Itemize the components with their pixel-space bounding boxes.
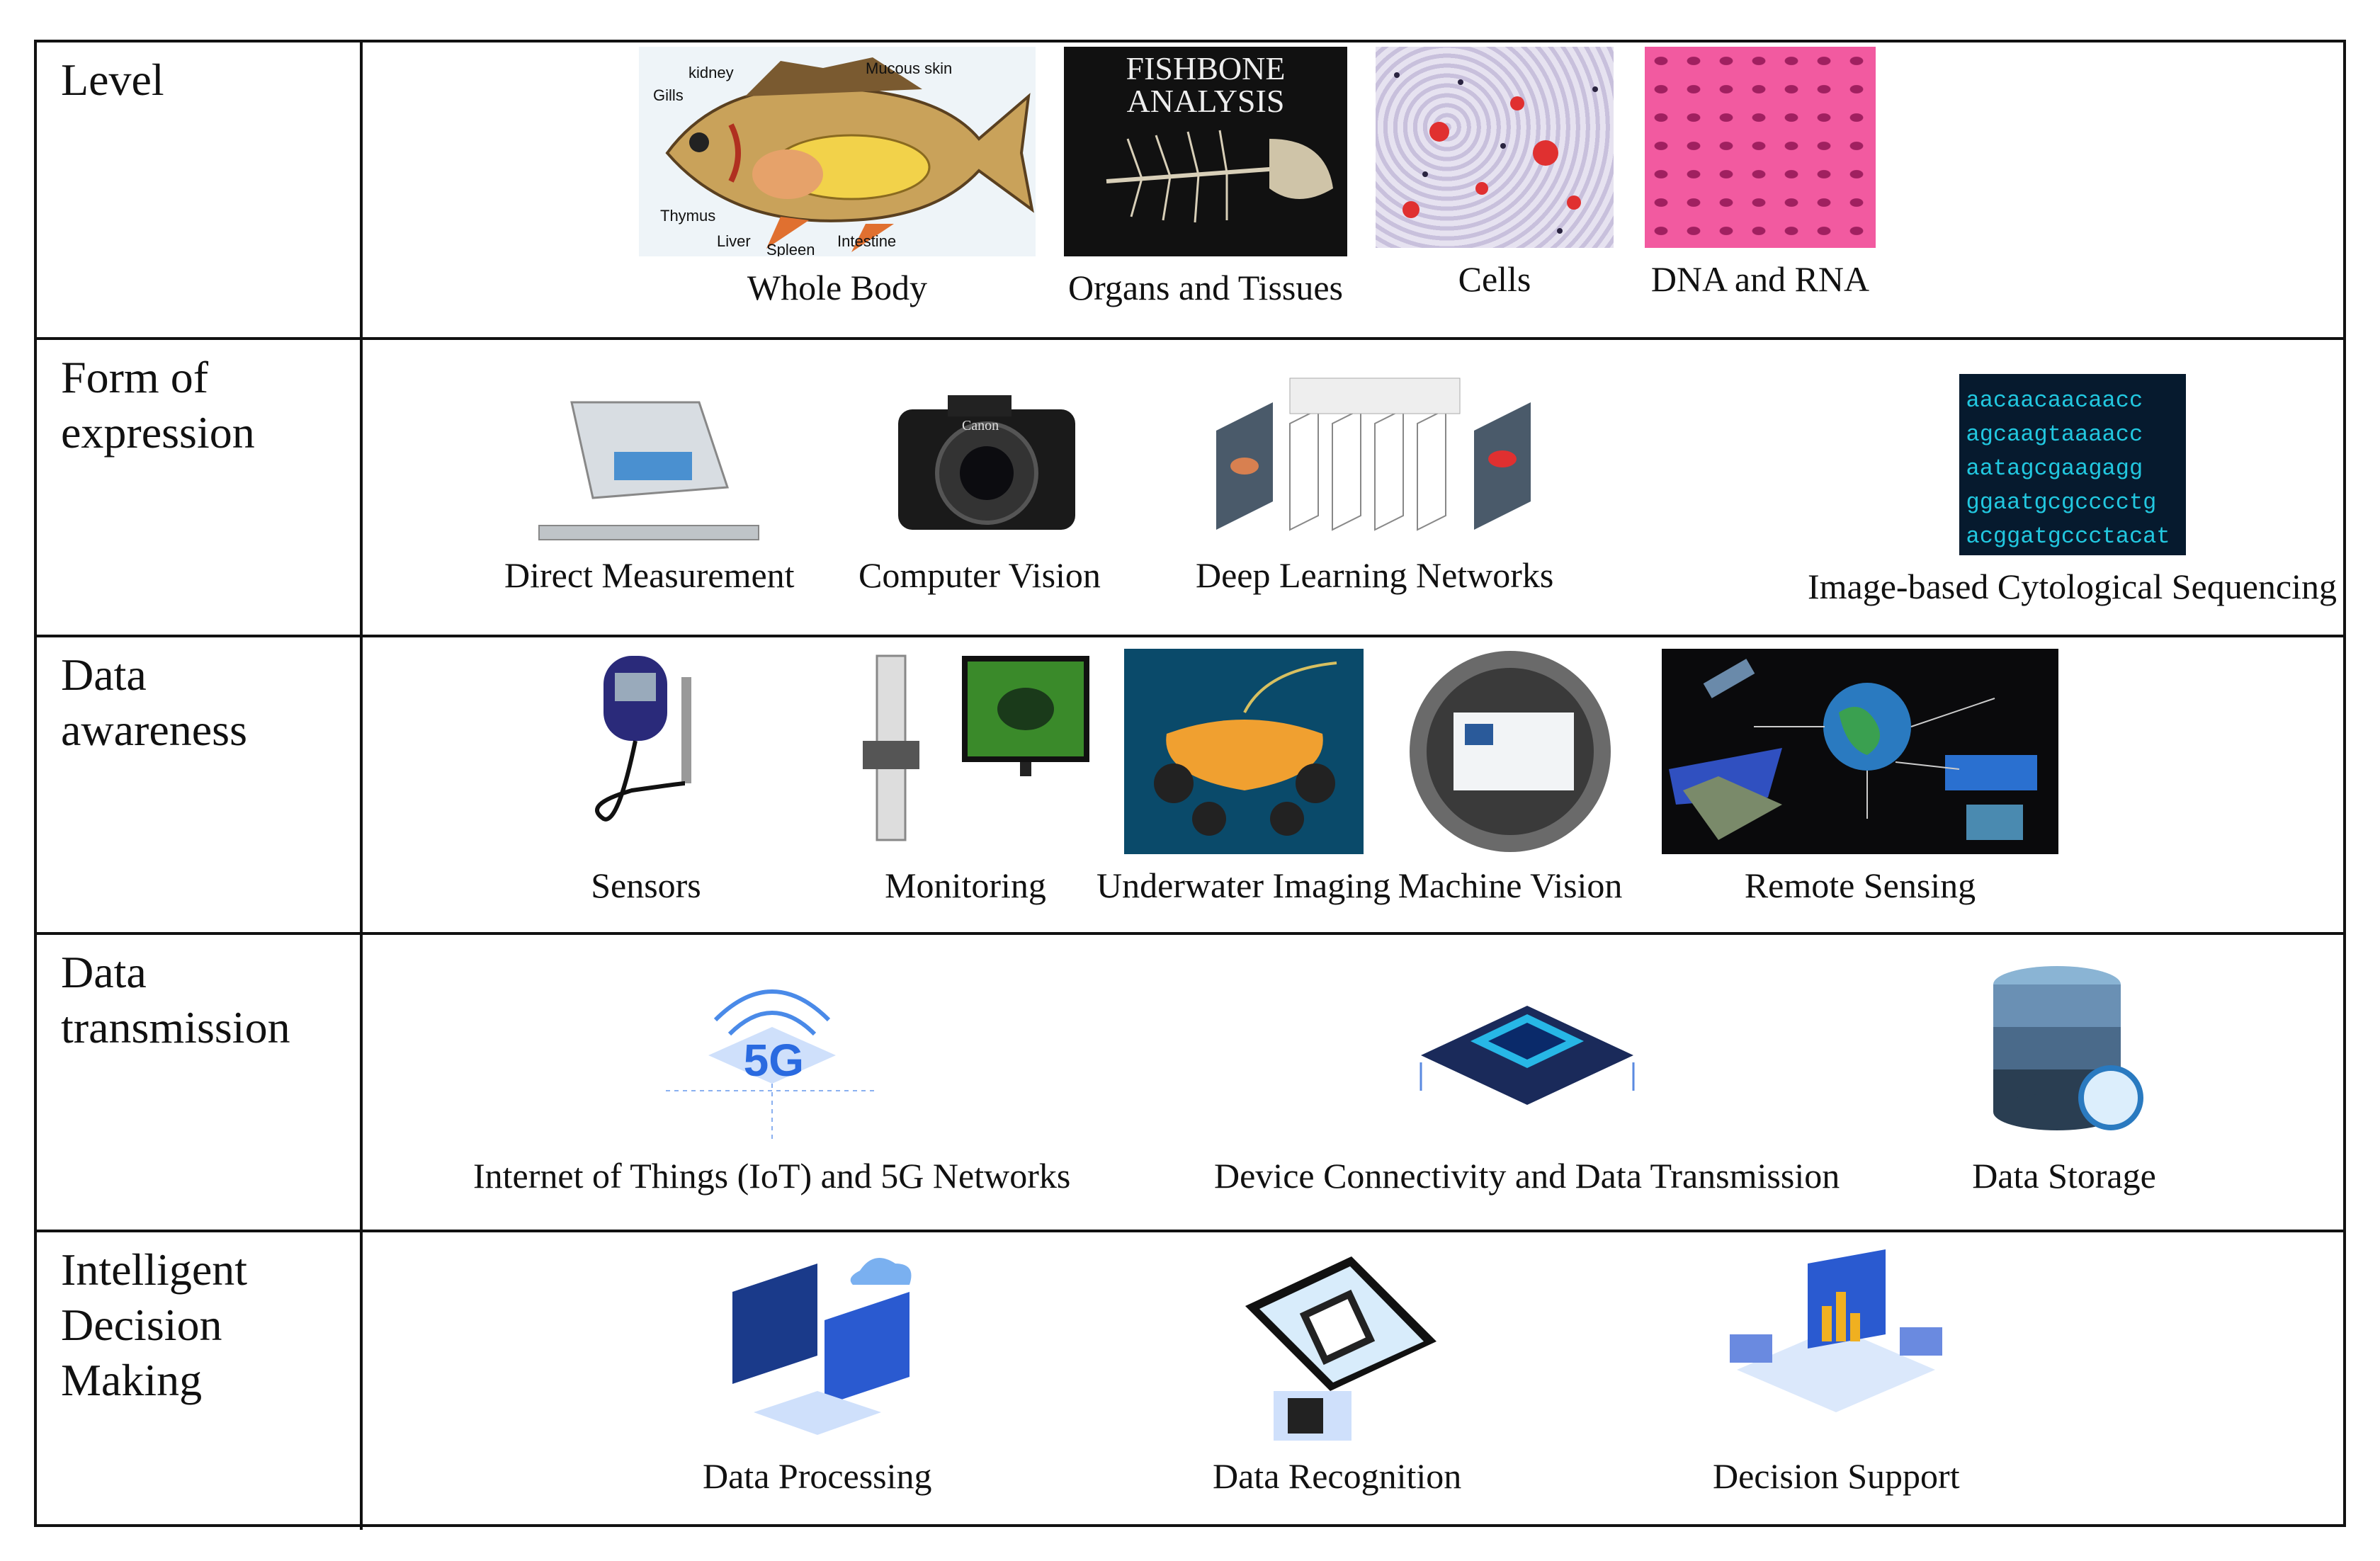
caption: Sensors — [591, 865, 701, 905]
caption: Machine Vision — [1398, 865, 1623, 905]
item-device-connectivity: Device Connectivity and Data Transmissio… — [1214, 949, 1840, 1197]
satellite-globe-network-icon — [1662, 649, 2058, 854]
sequence-line: agcaagtaaaacc — [1966, 421, 2143, 448]
caption: Data Recognition — [1213, 1456, 1462, 1496]
item-machine-vision: Machine Vision — [1397, 649, 1624, 907]
caption: Image-based Cytological Sequencing — [1808, 567, 2337, 606]
fish-anatomy-illustration-icon: kidney Mucous skin Gills Thymus Liver Sp… — [639, 47, 1036, 256]
item-data-processing: Data Processing — [703, 1249, 932, 1497]
row-label: Data transmission — [37, 935, 363, 1230]
row-data-transmission: Data transmission 5G Internet of Th — [37, 935, 2343, 1232]
row-data-awareness: Data awareness Sensors — [37, 637, 2343, 935]
fish-skeleton-photo-icon: FISHBONE ANALYSIS — [1064, 47, 1347, 256]
microscope-monitor-icon — [834, 649, 1096, 854]
camera-icon: Canon — [884, 374, 1075, 544]
item-cyto-sequencing: aacaacaacaacc agcaagtaaaacc aatagcgaagag… — [1808, 374, 2337, 608]
caption: Device Connectivity and Data Transmissio… — [1214, 1156, 1840, 1196]
item-whole-body: kidney Mucous skin Gills Thymus Liver Sp… — [639, 47, 1036, 309]
caption: Remote Sensing — [1744, 865, 1976, 905]
item-dna-rna: DNA and RNA — [1645, 47, 1876, 300]
data-processing-isometric-icon — [711, 1249, 924, 1445]
item-monitoring: Monitoring — [834, 649, 1096, 907]
caption: Computer Vision — [858, 555, 1101, 595]
sequence-line: ggaatgcgcccctg — [1966, 489, 2157, 516]
phone-qr-scan-icon — [1231, 1249, 1444, 1445]
underwater-robot-icon — [1123, 649, 1364, 854]
caption: Cells — [1458, 259, 1531, 299]
row-label: Level — [37, 42, 363, 337]
item-underwater-imaging: Underwater Imaging — [1096, 649, 1390, 907]
porthole-display-icon — [1397, 649, 1624, 854]
5g-label: 5G — [743, 1035, 805, 1086]
red-blood-cells-micrograph-icon — [1645, 47, 1876, 248]
brand-label: Canon — [961, 418, 999, 433]
item-iot-5g: 5G Internet of Things (IoT) and 5G Netwo… — [473, 949, 1070, 1197]
annotation-label: Gills — [653, 86, 684, 104]
caption: Organs and Tissues — [1067, 268, 1344, 307]
item-sensors: Sensors — [575, 649, 717, 907]
item-computer-vision: Canon Computer Vision — [858, 374, 1101, 596]
probe-sensor-icon — [575, 649, 717, 854]
sequence-line: acggatgccctacat — [1966, 523, 2170, 550]
item-organs-tissues: FISHBONE ANALYSIS Organs and Tissues — [1064, 47, 1347, 309]
row-label: Data awareness — [37, 637, 363, 932]
caption: Direct Measurement — [504, 555, 795, 595]
caption: DNA and RNA — [1650, 259, 1870, 299]
row-label: Form of expression — [37, 340, 363, 635]
diagram-table: Level kidney Mucous skin — [34, 40, 2346, 1530]
item-data-storage: Data Storage — [1972, 949, 2156, 1197]
item-remote-sensing: Remote Sensing — [1662, 649, 2058, 907]
item-direct-measurement: Direct Measurement — [504, 374, 795, 596]
annotation-label: Liver — [717, 232, 751, 250]
5g-network-icon: 5G — [652, 949, 892, 1145]
item-decision-support: Decision Support — [1713, 1249, 1960, 1497]
chip-circuit-icon — [1407, 949, 1648, 1145]
annotation-label: Intestine — [837, 232, 897, 250]
scale-and-ruler-icon — [536, 374, 763, 544]
dna-sequence-screen-icon: aacaacaacaacc agcaagtaaaacc aatagcgaagag… — [1959, 374, 2186, 555]
overlay-title: FISHBONE ANALYSIS — [1126, 50, 1286, 119]
item-data-recognition: Data Recognition — [1213, 1249, 1461, 1497]
caption: Whole Body — [747, 268, 928, 307]
database-sync-icon — [1972, 949, 2156, 1145]
caption: Underwater Imaging — [1096, 865, 1391, 905]
caption: Decision Support — [1713, 1456, 1960, 1496]
annotation-label: kidney — [688, 64, 734, 81]
row-intelligent-decision-making: Intelligent Decision Making Data Process… — [37, 1232, 2343, 1530]
caption: Monitoring — [885, 865, 1046, 905]
annotation-label: Thymus — [660, 207, 716, 225]
neural-network-diagram-icon — [1212, 374, 1538, 544]
caption: Internet of Things (IoT) and 5G Networks — [473, 1156, 1071, 1196]
cell-tissue-micrograph-icon — [1376, 47, 1614, 248]
row-level: Level kidney Mucous skin — [37, 42, 2343, 340]
sequence-line: aacaacaacaacc — [1966, 387, 2143, 414]
annotation-label: Mucous skin — [866, 59, 953, 77]
sequence-line: aatagcgaagagg — [1966, 455, 2143, 482]
annotation-label: Spleen — [766, 241, 815, 256]
row-label: Intelligent Decision Making — [37, 1232, 363, 1530]
decision-dashboard-isometric-icon — [1716, 1249, 1956, 1445]
row-form-of-expression: Form of expression Direct Measurement — [37, 340, 2343, 637]
caption: Data Storage — [1972, 1156, 2156, 1196]
item-deep-learning: Deep Learning Networks — [1196, 374, 1553, 596]
caption: Data Processing — [703, 1456, 932, 1496]
item-cells: Cells — [1376, 47, 1614, 300]
caption: Deep Learning Networks — [1196, 555, 1554, 595]
